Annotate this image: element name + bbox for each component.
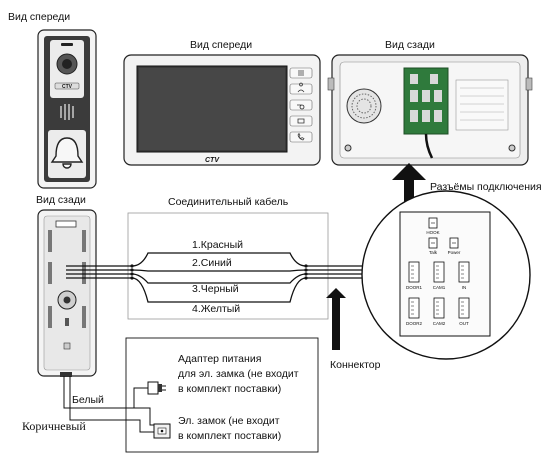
- wire-number: 3.: [192, 283, 201, 295]
- electric-lock-icon: [153, 423, 171, 439]
- outdoor-panel-back: [37, 209, 97, 377]
- cable-title: Соединительный кабель: [168, 196, 289, 208]
- wire-color-name: Черный: [201, 283, 239, 295]
- svg-text:DOOR2: DOOR2: [406, 321, 423, 326]
- wire-label-2: 2.Синий: [192, 257, 232, 269]
- connector-arrow-icon: [326, 288, 346, 350]
- monitor-back-title: Вид сзади: [385, 39, 435, 51]
- connector-in: IN: [458, 261, 470, 290]
- wire-color-name: Синий: [201, 257, 232, 269]
- connector-door1: DOOR1: [406, 261, 423, 290]
- connector-cam1: CAM1: [433, 261, 446, 290]
- lock-label-line1: Эл. замок (не входит: [178, 415, 280, 427]
- panel-logo: CTV: [62, 84, 73, 90]
- svg-text:2.Синий: 2.Синий: [192, 257, 232, 269]
- svg-text:DOOR1: DOOR1: [406, 285, 423, 290]
- connector-door2: DOOR2: [406, 297, 423, 326]
- key-icon: [297, 104, 305, 110]
- wire-label-3: 3.Черный: [192, 283, 239, 295]
- svg-text:1.Красный: 1.Красный: [192, 239, 243, 251]
- connector-out: OUT: [458, 297, 470, 326]
- connector-label: Коннектор: [330, 359, 381, 371]
- menu-icon: [298, 70, 304, 76]
- connector-talk: Talk: [428, 237, 438, 255]
- wire-label-4: 4.Желтый: [192, 303, 240, 315]
- bell-icon: [50, 137, 84, 169]
- wire-color-name: Красный: [201, 239, 243, 251]
- user-icon: [297, 82, 305, 93]
- wire-number: 1.: [192, 239, 201, 251]
- adapter-label-line1: Адаптер питания: [178, 353, 261, 365]
- svg-text:CAM2: CAM2: [433, 321, 446, 326]
- lock-box: [125, 337, 319, 453]
- adapter-label-line2: для эл. замка (не входит: [178, 368, 299, 380]
- connector-hook: HOOK: [426, 217, 440, 235]
- svg-text:Power: Power: [448, 250, 461, 255]
- svg-text:CAM1: CAM1: [433, 285, 446, 290]
- wire-bundle: [66, 252, 385, 303]
- connector-power: Power: [448, 237, 461, 255]
- monitor-front: CTV: [123, 54, 321, 166]
- monitor-icon: [297, 118, 305, 124]
- lock-wires: [63, 376, 156, 433]
- wire-number: 2.: [192, 257, 201, 269]
- adapter-label-line3: в комплект поставки): [178, 383, 281, 395]
- svg-text:4.Желтый: 4.Желтый: [192, 303, 240, 315]
- wire-number: 4.: [192, 303, 201, 315]
- speaker-grille-icon: [60, 104, 74, 120]
- monitor-front-title: Вид спереди: [190, 39, 252, 51]
- svg-text:IN: IN: [462, 285, 467, 290]
- brown-wire-label: Коричневый: [22, 419, 86, 433]
- monitor-logo: CTV: [205, 157, 220, 164]
- wire-color-name: Желтый: [201, 303, 241, 315]
- outdoor-panel-front: CTV: [37, 29, 97, 189]
- power-adapter-icon: [147, 381, 166, 395]
- svg-text:3.Черный: 3.Черный: [192, 283, 239, 295]
- panel-front-title: Вид спереди: [8, 11, 70, 23]
- panel-back-title: Вид сзади: [36, 194, 86, 206]
- lock-label-line2: в комплект поставки): [178, 430, 281, 442]
- svg-text:OUT: OUT: [459, 321, 469, 326]
- up-arrow-icon: [392, 163, 426, 202]
- wire-label-1: 1.Красный: [192, 239, 243, 251]
- monitor-back: [327, 54, 533, 166]
- phone-icon: [297, 132, 305, 141]
- connector-cam2: CAM2: [433, 297, 446, 326]
- svg-text:HOOK: HOOK: [426, 230, 439, 235]
- connectors-title: Разъёмы подключения: [430, 181, 542, 193]
- white-wire-label: Белый: [72, 394, 104, 406]
- svg-text:Talk: Talk: [429, 250, 438, 255]
